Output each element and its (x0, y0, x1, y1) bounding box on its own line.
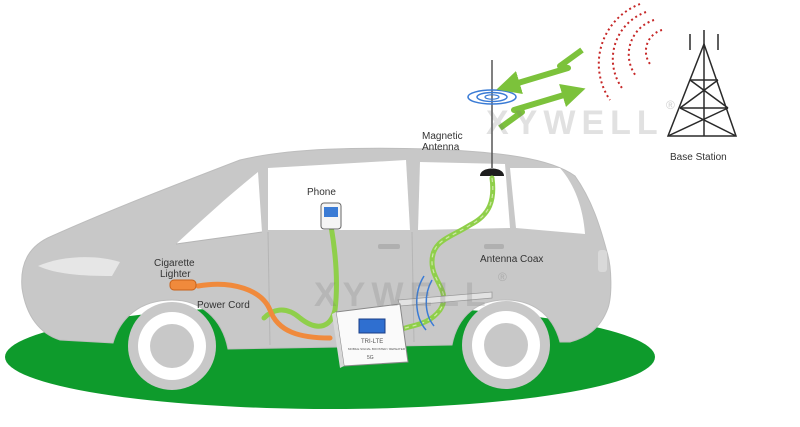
label-magnetic-antenna-line2: Antenna (422, 142, 460, 153)
label-magnetic-antenna-line1: Magnetic (422, 131, 463, 142)
magnetic-antenna-base (480, 168, 504, 176)
front-wheel (128, 302, 216, 390)
label-base-station: Base Station (670, 152, 727, 163)
watermark-top: XYWELL (486, 104, 664, 142)
label-cigarette-lighter-line2: Lighter (160, 269, 191, 280)
label-cigarette-lighter-line1: Cigarette (154, 258, 195, 269)
door-handle (484, 244, 504, 249)
antenna-ripple (467, 89, 517, 105)
indoor-signal-ripple (416, 275, 435, 331)
antenna-coax-cable (399, 177, 494, 331)
rear-wheel (462, 301, 550, 389)
power-cord-cable (195, 281, 333, 341)
tail-light (598, 250, 607, 272)
antenna-ripple (476, 91, 508, 103)
watermark-top-registered: ® (666, 98, 675, 112)
cigarette-lighter-plug (169, 279, 197, 291)
signal-arrow-uplink (498, 83, 586, 131)
base-station-tower-icon (666, 30, 738, 137)
label-antenna-coax: Antenna Coax (480, 254, 544, 265)
device-band: 5G (367, 355, 374, 361)
booster-device (332, 303, 409, 368)
headlight (38, 257, 120, 276)
phone-icon (320, 202, 342, 230)
rear-window (510, 168, 585, 234)
device-subtitle: MOBILE SIGNAL BOOSTER / REPEATER (348, 347, 406, 351)
front-door-window (268, 160, 410, 230)
signal-arrow-downlink (496, 47, 584, 95)
broadcast-waves-icon (597, 3, 663, 101)
phone-coax-cable (261, 223, 339, 329)
device-brand: TRI-LTE (361, 339, 384, 345)
windshield (176, 172, 262, 244)
watermark-middle: XYWELL (314, 276, 492, 314)
label-phone: Phone (307, 187, 336, 198)
label-power-cord: Power Cord (197, 300, 250, 311)
watermark-middle-registered: ® (498, 270, 507, 284)
antenna-ripple (484, 94, 500, 100)
door-handle (378, 244, 400, 249)
